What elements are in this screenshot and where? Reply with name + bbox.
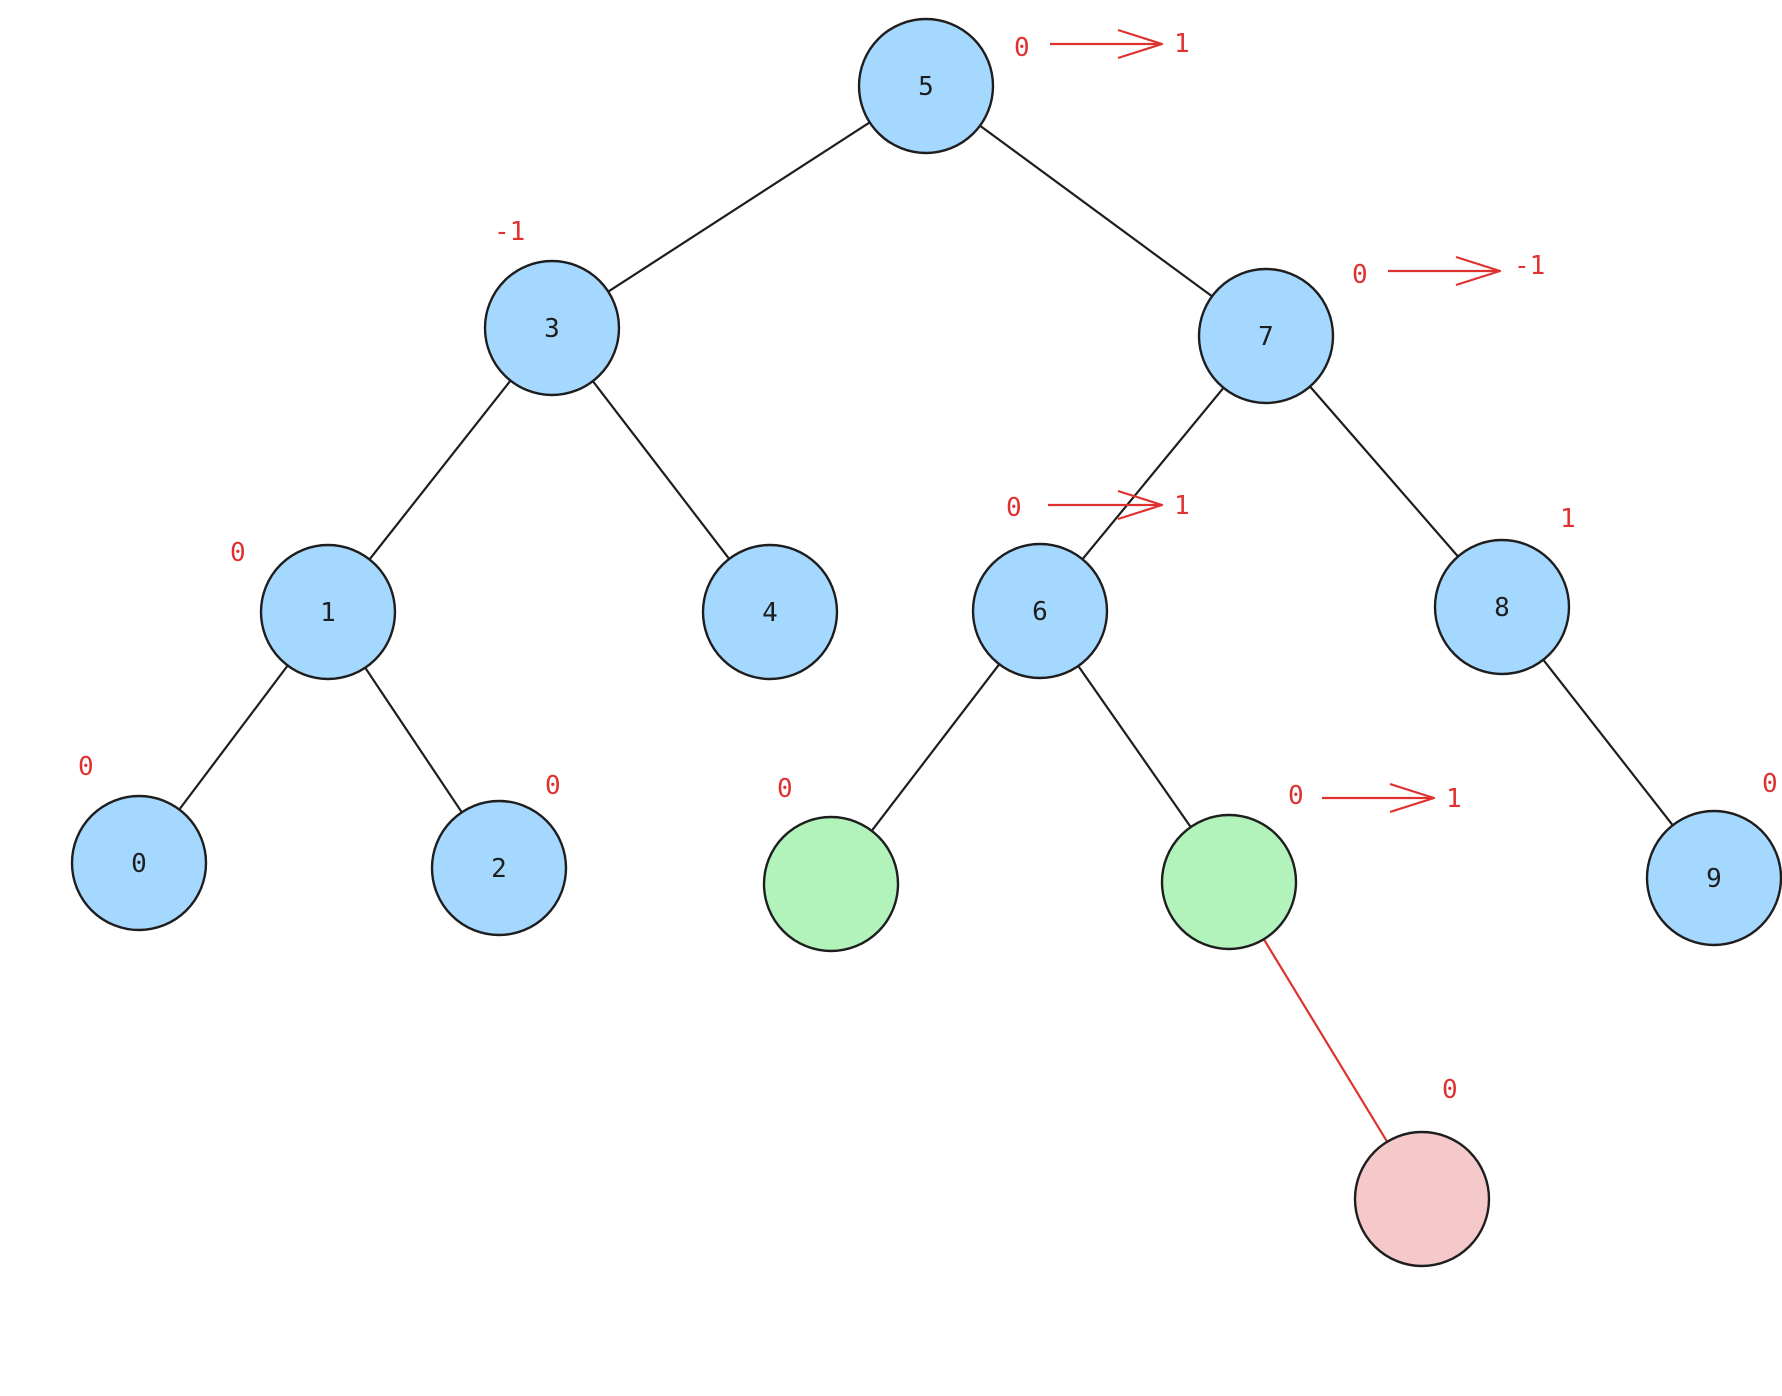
tree-node-n6: 6: [971, 542, 1109, 680]
edge-n7-n6: [1081, 386, 1225, 561]
tree-node-n7: 7: [1197, 267, 1335, 405]
balance-before-label: 0: [1014, 33, 1030, 63]
balance-before-label: 0: [1762, 769, 1778, 799]
balance-factor-n2: 0: [545, 771, 561, 801]
balance-after-label: 1: [1174, 491, 1190, 521]
tree-node-g2: [1160, 813, 1298, 951]
arrow-right-icon: [1050, 28, 1164, 60]
tree-node-n3: 3: [483, 259, 621, 397]
balance-before-label: 1: [1560, 504, 1576, 534]
node-label: 9: [1706, 864, 1722, 894]
node-circle: [1645, 809, 1782, 947]
balance-factor-new: 0: [1442, 1075, 1458, 1105]
node-circle: [259, 543, 397, 681]
balance-before-label: 0: [777, 774, 793, 804]
edge-n5-n3: [607, 121, 871, 293]
tree-node-n9: 9: [1645, 809, 1782, 947]
balance-before-label: 0: [1006, 493, 1022, 523]
node-label: 0: [131, 849, 147, 879]
balance-before-label: 0: [1442, 1075, 1458, 1105]
tree-node-n0: 0: [70, 794, 208, 932]
balance-before-label: 0: [78, 752, 94, 782]
node-label: 8: [1494, 593, 1510, 623]
tree-node-n8: 8: [1433, 538, 1571, 676]
node-label: 3: [544, 314, 560, 344]
edge-n6-g1: [870, 663, 1001, 832]
edge-n1-n2: [364, 666, 463, 814]
node-circle: [1433, 538, 1571, 676]
balance-before-label: 0: [545, 771, 561, 801]
edges-layer: [178, 121, 1674, 1143]
arrow-right-icon: [1322, 782, 1436, 814]
balance-factor-n1: 0: [230, 538, 246, 568]
balance-before-label: 0: [1288, 781, 1304, 811]
tree-node-n4: 4: [701, 543, 839, 681]
balance-factor-n0: 0: [78, 752, 94, 782]
node-label: 5: [918, 72, 934, 102]
arrow-right-icon: [1048, 489, 1164, 521]
balance-before-label: -1: [494, 217, 525, 247]
node-circle: [1160, 813, 1298, 951]
tree-node-new: [1353, 1130, 1491, 1268]
node-label: 1: [320, 598, 336, 628]
edge-n5-n7: [978, 124, 1214, 298]
node-circle: [70, 794, 208, 932]
balance-factor-n8: 1: [1560, 504, 1576, 534]
tree-node-n2: 2: [430, 799, 568, 937]
balance-after-label: -1: [1514, 251, 1545, 281]
nodes-layer: 5 3 7 1 4 6 8 0 2 9: [70, 17, 1782, 1268]
edge-n3-n1: [368, 379, 512, 561]
node-label: 2: [491, 854, 507, 884]
edge-n3-n4: [591, 380, 731, 561]
edge-g2-new: [1262, 938, 1389, 1143]
balance-factor-n3: -1: [494, 217, 525, 247]
edge-n1-n0: [178, 664, 289, 811]
tree-node-n5: 5: [857, 17, 995, 155]
node-circle: [1197, 267, 1335, 405]
balance-factor-g1: 0: [777, 774, 793, 804]
balance-factor-n7: 0 -1: [1352, 251, 1545, 290]
balance-after-label: 1: [1446, 784, 1462, 814]
node-label: 6: [1032, 597, 1048, 627]
arrow-right-icon: [1388, 255, 1502, 287]
balance-factor-n9: 0: [1762, 769, 1778, 799]
edge-n6-g2: [1077, 664, 1192, 829]
tree-node-g1: [762, 815, 900, 953]
node-circle: [483, 259, 621, 397]
edge-n8-n9: [1542, 658, 1674, 827]
node-circle: [971, 542, 1109, 680]
node-circle: [762, 815, 900, 953]
node-circle: [701, 543, 839, 681]
node-circle: [857, 17, 995, 155]
node-label: 7: [1258, 322, 1274, 352]
node-label: 4: [762, 598, 778, 628]
tree-node-n1: 1: [259, 543, 397, 681]
balance-before-label: 0: [1352, 260, 1368, 290]
balance-after-label: 1: [1174, 29, 1190, 59]
node-circle: [1353, 1130, 1491, 1268]
node-circle: [430, 799, 568, 937]
balance-before-label: 0: [230, 538, 246, 568]
edge-n7-n8: [1308, 385, 1460, 558]
